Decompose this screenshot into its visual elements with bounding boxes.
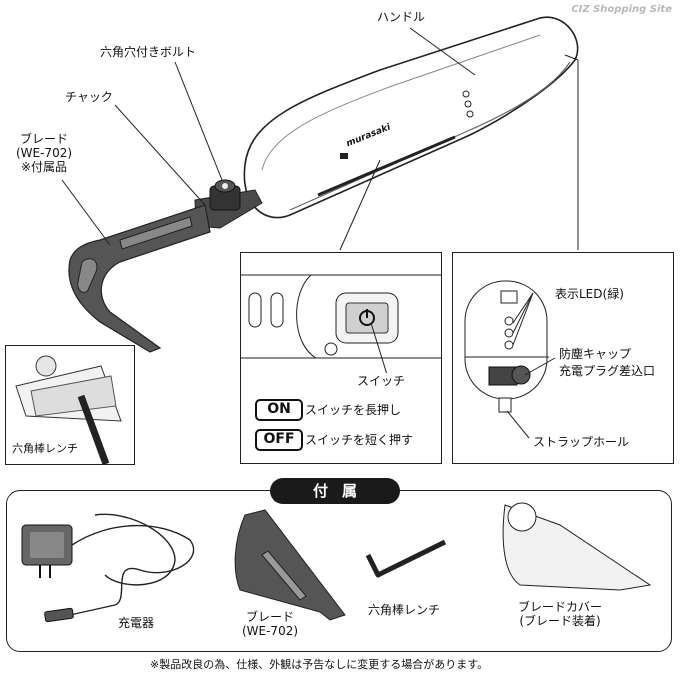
- blade-label-line3: ※付属品: [20, 160, 68, 174]
- bolt-label: 六角穴付きボルト: [100, 45, 197, 59]
- handle-body: [243, 16, 579, 219]
- hex-wrench-inset-label: 六角棒レンチ: [12, 442, 78, 455]
- on-key: ON: [255, 399, 303, 421]
- accessory-blade-drawing: [234, 509, 346, 621]
- blade-label: ブレード (WE-702) ※付属品: [4, 132, 84, 174]
- hex-wrench-inset: 六角棒レンチ: [5, 345, 135, 465]
- led-label: 表示LED(緑): [555, 287, 624, 301]
- blade-cover-label-line2: (ブレード装着): [519, 614, 601, 628]
- accessory-blade-label-line2: (WE-702): [241, 624, 299, 638]
- watermark: CIZ Shopping Site: [571, 4, 672, 15]
- chuck-label: チャック: [65, 90, 113, 104]
- blade-cover-label-line1: ブレードカバー: [517, 600, 602, 614]
- accessory-blade-label-line1: ブレード: [245, 610, 294, 624]
- led-detail-box: 表示LED(緑) 防塵キャップ 充電プラグ差込口 ストラップホール: [452, 252, 674, 464]
- switch-detail-drawing: [241, 274, 441, 373]
- blade-label-line2: (WE-702): [15, 146, 73, 160]
- chuck-assembly: [194, 179, 263, 229]
- accessory-blade-label: ブレード (WE-702): [225, 610, 315, 638]
- switch-detail-box: スイッチ ON スイッチを長押し OFF スイッチを短く押す: [240, 252, 442, 464]
- off-key: OFF: [255, 429, 303, 451]
- accessories-title: 付属: [270, 478, 400, 504]
- switch-label: スイッチ: [357, 374, 406, 388]
- charger-label: 充電器: [118, 616, 155, 630]
- led-detail-drawing: [464, 280, 556, 439]
- charger-drawing: [21, 513, 195, 623]
- cap-label: 防塵キャップ: [559, 347, 632, 361]
- strap-label: ストラップホール: [533, 435, 630, 449]
- handle-label: ハンドル: [377, 10, 426, 24]
- on-text: スイッチを長押し: [305, 403, 402, 417]
- off-text: スイッチを短く押す: [305, 433, 414, 447]
- hex-wrench-inset-drawing: [15, 355, 122, 464]
- footnote: ※製品改良の為、仕様、外観は予告なしに変更する場合があります。: [150, 658, 489, 671]
- blade-cover-label: ブレードカバー (ブレード装着): [500, 600, 620, 628]
- accessory-wrench-drawing: [365, 539, 447, 578]
- blade-label-line1: ブレード: [19, 132, 68, 146]
- accessory-blade-cover-drawing: [502, 502, 652, 591]
- plug-label: 充電プラグ差込口: [559, 364, 656, 378]
- blade-illustration: [68, 204, 211, 353]
- wrench-label: 六角棒レンチ: [368, 603, 441, 617]
